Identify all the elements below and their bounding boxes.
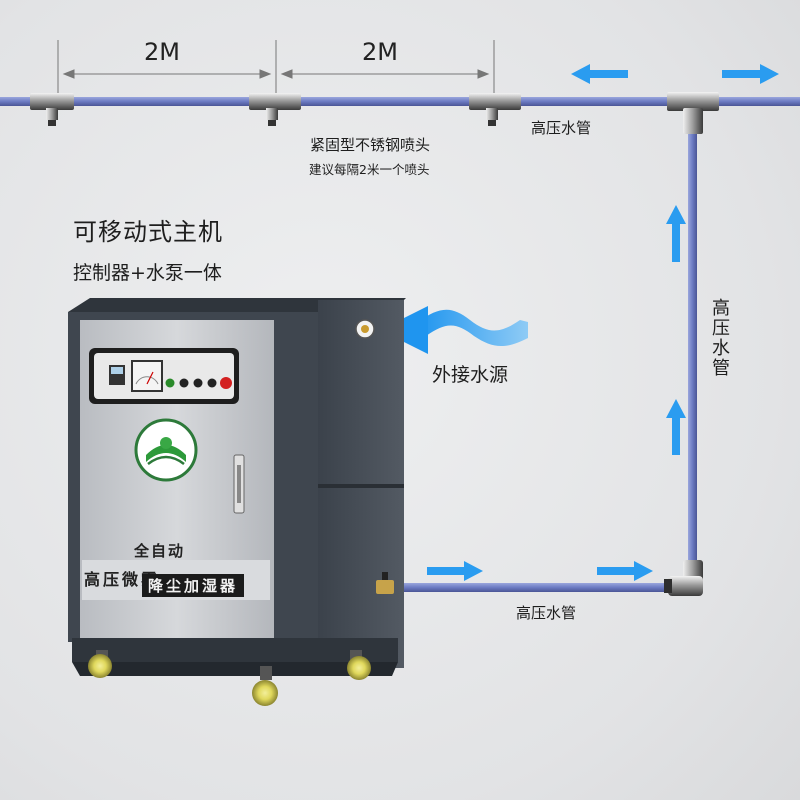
pipe-label-bottom: 高压水管: [516, 604, 577, 622]
pipe-label-top: 高压水管: [531, 119, 592, 137]
nozzle-name: 紧固型不锈钢喷头: [310, 136, 431, 154]
spacing-label-1: 2M: [144, 38, 180, 66]
nozzle-1: [30, 93, 74, 126]
nozzle-3: [469, 93, 521, 126]
machine: [68, 298, 406, 706]
right-pipe: [688, 106, 697, 574]
nozzle-2: [249, 93, 301, 126]
machine-subtitle: 控制器+水泵一体: [73, 262, 222, 284]
top-pipe: [0, 97, 800, 106]
panel-line-right: 降尘加湿器: [142, 574, 245, 597]
wheels: [88, 650, 371, 706]
tee-fitting: [667, 92, 719, 134]
pipe-label-right: 高压水管: [709, 298, 730, 378]
flow-arrows: [427, 64, 779, 581]
panel-line-auto: 全自动: [134, 542, 186, 560]
panel-line-left: 高压微雾: [84, 570, 161, 589]
water-source-label: 外接水源: [432, 364, 509, 386]
spacing-label-2: 2M: [362, 38, 398, 66]
elbow-fitting: [664, 560, 703, 596]
bottom-pipe: [392, 583, 692, 592]
machine-title: 可移动式主机: [73, 218, 223, 246]
dimension-lines: [57, 40, 495, 100]
nozzle-tip: 建议每隔2米一个喷头: [309, 162, 430, 177]
